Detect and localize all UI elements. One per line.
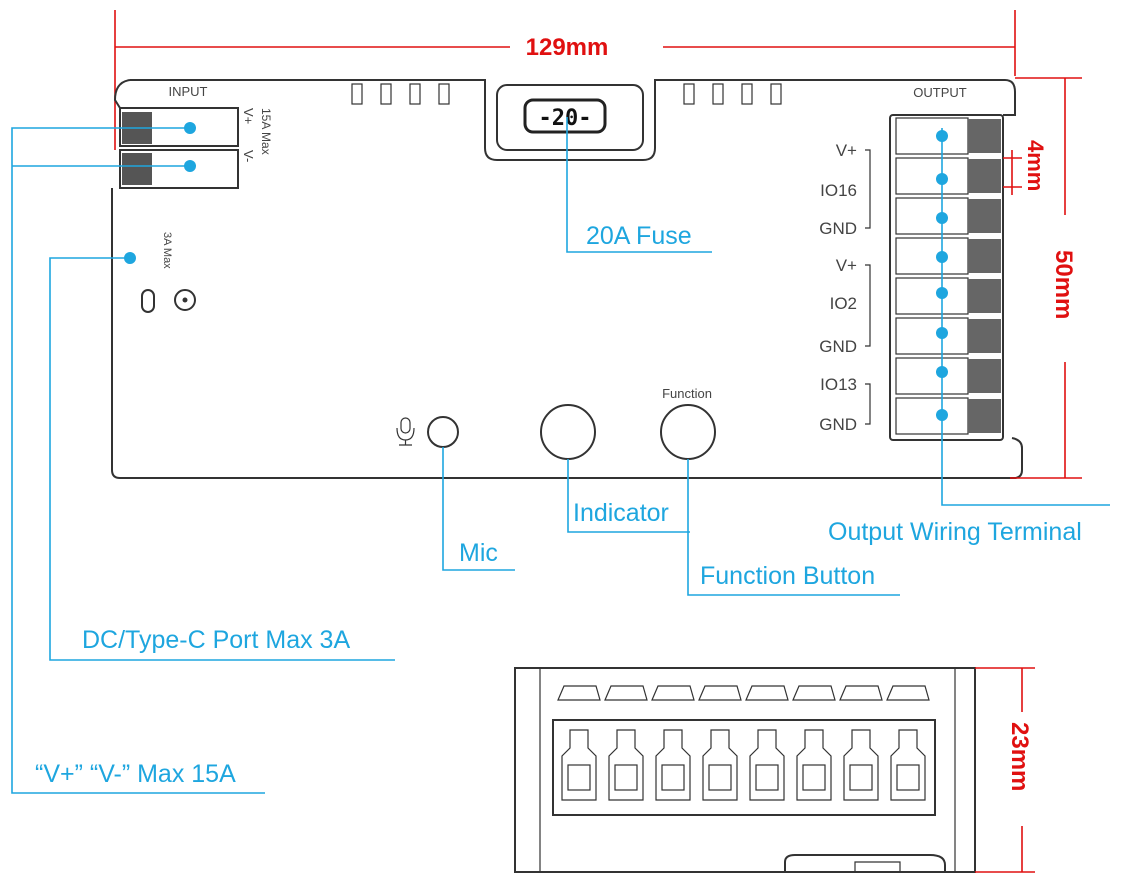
- output-pin-label: GND: [819, 219, 857, 238]
- mic-icon: [396, 417, 415, 446]
- output-terminal-callout: Output Wiring Terminal: [828, 518, 1082, 546]
- board-outline: [111, 79, 1023, 479]
- output-pin-dot: [936, 130, 948, 142]
- side-slot: [702, 729, 738, 801]
- depth-label: 23mm: [1006, 722, 1033, 791]
- output-pin-label: IO16: [820, 181, 857, 200]
- side-slot: [890, 729, 926, 801]
- width-dimension: 129mm: [114, 10, 1016, 150]
- port-rating: 3A Max: [161, 232, 173, 269]
- output-pin-dot: [936, 287, 948, 299]
- function-label: Function: [662, 386, 712, 401]
- output-lever: [968, 119, 1001, 153]
- input-label: INPUT: [169, 84, 208, 99]
- height-label: 50mm: [1050, 250, 1077, 319]
- output-pin-dot: [936, 409, 948, 421]
- output-slot: [895, 197, 969, 235]
- fuse-display-value: -20-: [539, 106, 592, 131]
- output-slot: [895, 317, 969, 355]
- output-label: OUTPUT: [913, 85, 967, 100]
- output-lever: [968, 399, 1001, 433]
- input-pin-vminus: V-: [241, 150, 256, 162]
- output-terminal: OUTPUT V+ IO16 GND V+ IO2 GND IO13 GND: [819, 85, 1004, 441]
- pitch-label: 4mm: [1023, 140, 1048, 191]
- mic-hole: [427, 416, 459, 448]
- side-lever: [839, 685, 883, 701]
- output-lever: [968, 359, 1001, 393]
- height-dimension: 50mm: [1010, 77, 1082, 479]
- side-lever: [792, 685, 836, 701]
- side-lever: [557, 685, 601, 701]
- side-slot: [749, 729, 785, 801]
- input-rating: 15A Max: [259, 108, 273, 155]
- side-lever: [886, 685, 930, 701]
- side-view: [514, 667, 976, 873]
- output-pin-label: V+: [836, 141, 857, 160]
- output-lever: [968, 159, 1001, 193]
- output-pin-label: GND: [819, 337, 857, 356]
- output-slot: [895, 397, 969, 435]
- output-pin-dot: [936, 173, 948, 185]
- indicator-callout: Indicator: [573, 499, 669, 527]
- fuse-callout: 20A Fuse: [586, 222, 692, 250]
- dc-jack-icon: [174, 289, 196, 311]
- output-lever: [968, 319, 1001, 353]
- dc-port-callout: DC/Type-C Port Max 3A: [82, 626, 350, 654]
- output-pin-label: GND: [819, 415, 857, 434]
- side-slot: [796, 729, 832, 801]
- output-pin-dot: [936, 251, 948, 263]
- output-pin-label: V+: [836, 256, 857, 275]
- output-lever: [968, 239, 1001, 273]
- pitch-dimension: 4mm: [1003, 140, 1048, 195]
- output-slot: [895, 117, 969, 155]
- side-lever: [604, 685, 648, 701]
- output-slot: [895, 237, 969, 275]
- input-power-callout: “V+” “V-” Max 15A: [35, 760, 236, 788]
- output-slot: [895, 357, 969, 395]
- callout-lines: [11, 117, 1110, 794]
- indicator-led: [540, 404, 596, 460]
- function-button[interactable]: [660, 404, 716, 460]
- vents: [351, 83, 782, 105]
- output-pin-dot: [936, 212, 948, 224]
- width-label: 129mm: [526, 34, 609, 61]
- output-pin-label: IO2: [830, 294, 857, 313]
- side-lever: [651, 685, 695, 701]
- side-lever: [698, 685, 742, 701]
- side-lever: [745, 685, 789, 701]
- side-slot: [561, 729, 597, 801]
- output-pin-dot: [936, 366, 948, 378]
- side-slot: [655, 729, 691, 801]
- output-lever: [968, 199, 1001, 233]
- output-pin-label: IO13: [820, 375, 857, 394]
- side-slot: [843, 729, 879, 801]
- depth-dimension: 23mm: [975, 667, 1035, 873]
- side-slot: [608, 729, 644, 801]
- input-pin-vplus: V+: [241, 108, 256, 124]
- mic-callout: Mic: [459, 539, 498, 567]
- fuse-display: -20-: [523, 98, 607, 134]
- input-terminal: INPUT V+ V- 15A Max: [119, 84, 273, 189]
- function-button-callout: Function Button: [700, 562, 875, 590]
- output-slot: [895, 157, 969, 195]
- output-pin-dot: [936, 327, 948, 339]
- type-c-port-icon: [141, 289, 155, 313]
- output-slot: [895, 277, 969, 315]
- output-lever: [968, 279, 1001, 313]
